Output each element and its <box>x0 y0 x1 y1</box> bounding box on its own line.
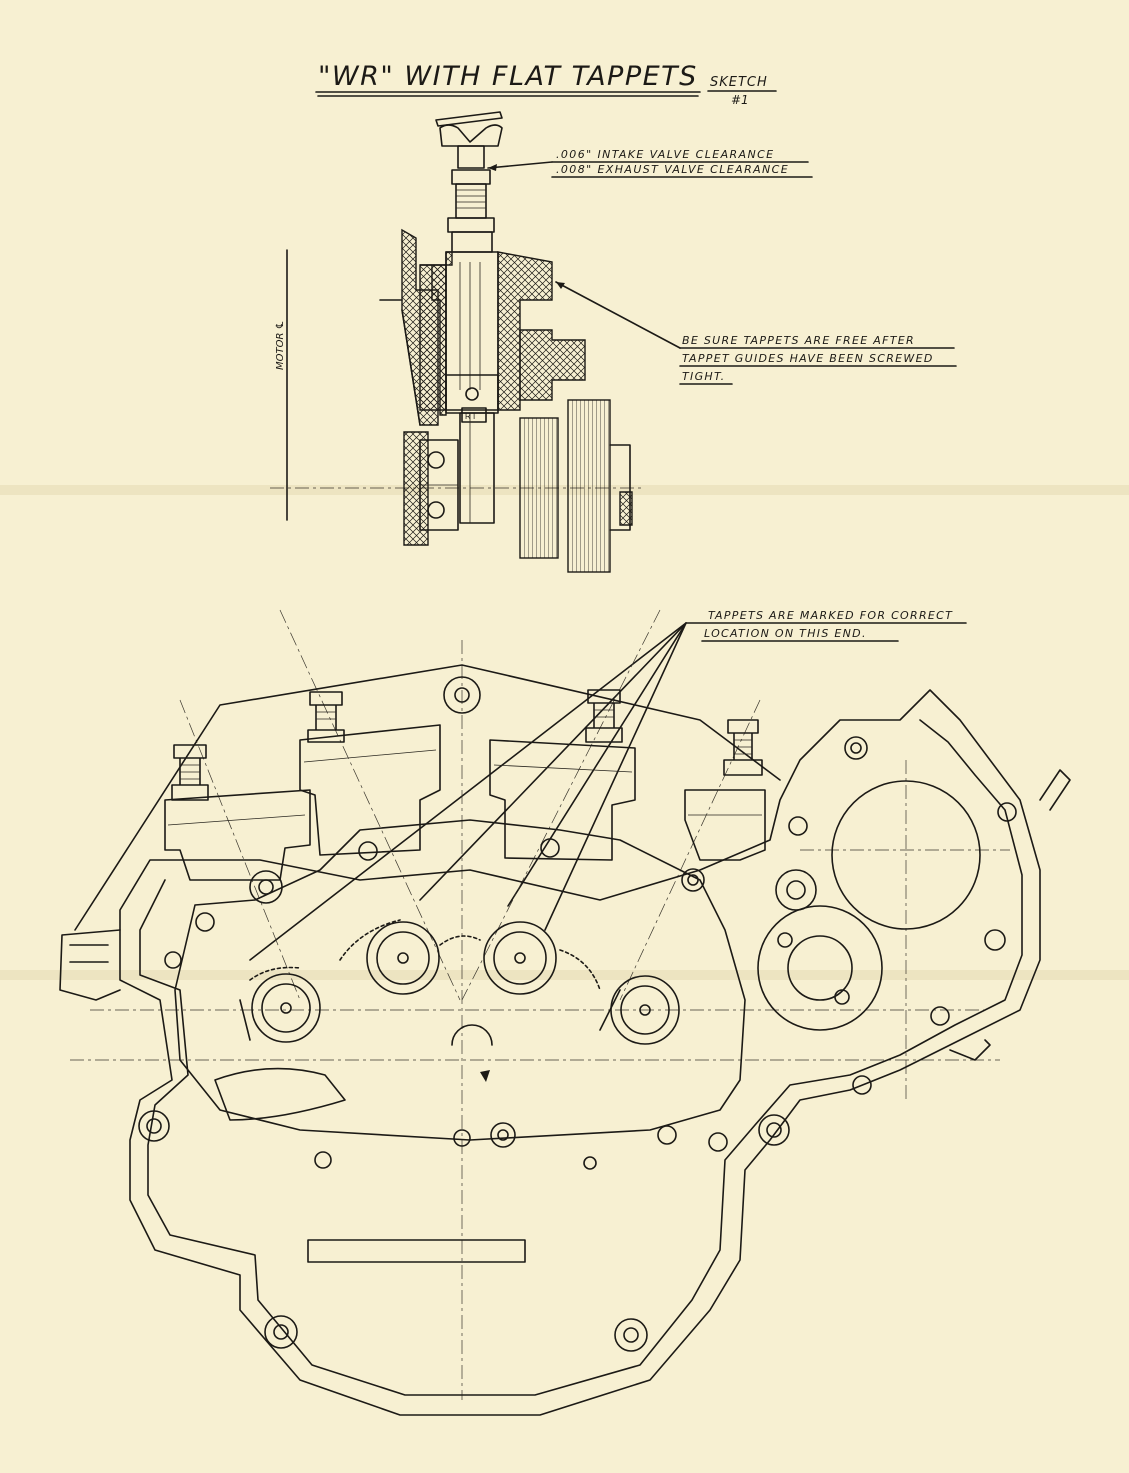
drawing-title: "WR" WITH FLAT TAPPETS <box>318 61 698 92</box>
clearance-note: .006" INTAKE VALVE CLEARANCE .008" EXHAU… <box>487 148 813 178</box>
tappet-guide-blocks <box>164 724 766 881</box>
title-block: "WR" WITH FLAT TAPPETS SKETCH #1 <box>315 61 777 107</box>
bolt-holes <box>138 676 1017 1352</box>
crankcase-view <box>59 609 1071 1416</box>
motor-centerline-label: MOTOR ℄ <box>275 320 286 370</box>
tappet-section-view: MOTOR ℄ R I <box>270 111 645 573</box>
tappets-marked-note: TAPPETS ARE MARKED FOR CORRECT LOCATION … <box>249 609 967 961</box>
tappets-free-note: BE SURE TAPPETS ARE FREE AFTER TAPPET GU… <box>555 281 957 385</box>
tappets-free-note-line3: TIGHT. <box>682 370 725 383</box>
clearance-intake-note: .006" INTAKE VALVE CLEARANCE <box>556 148 775 161</box>
tappets-marked-note-line1: TAPPETS ARE MARKED FOR CORRECT <box>708 609 953 622</box>
adjusting-screws <box>171 689 763 801</box>
sketch-label: SKETCH <box>710 75 768 90</box>
tappets-free-note-line1: BE SURE TAPPETS ARE FREE AFTER <box>682 334 915 347</box>
clearance-exhaust-note: .008" EXHAUST VALVE CLEARANCE <box>556 163 789 176</box>
timing-cover <box>757 769 1071 1061</box>
tappets-marked-note-line2: LOCATION ON THIS END. <box>704 627 867 640</box>
sketch-number: #1 <box>731 93 749 107</box>
cam-gears <box>239 919 680 1082</box>
tappets-free-note-line2: TAPPET GUIDES HAVE BEEN SCREWED <box>682 352 934 365</box>
